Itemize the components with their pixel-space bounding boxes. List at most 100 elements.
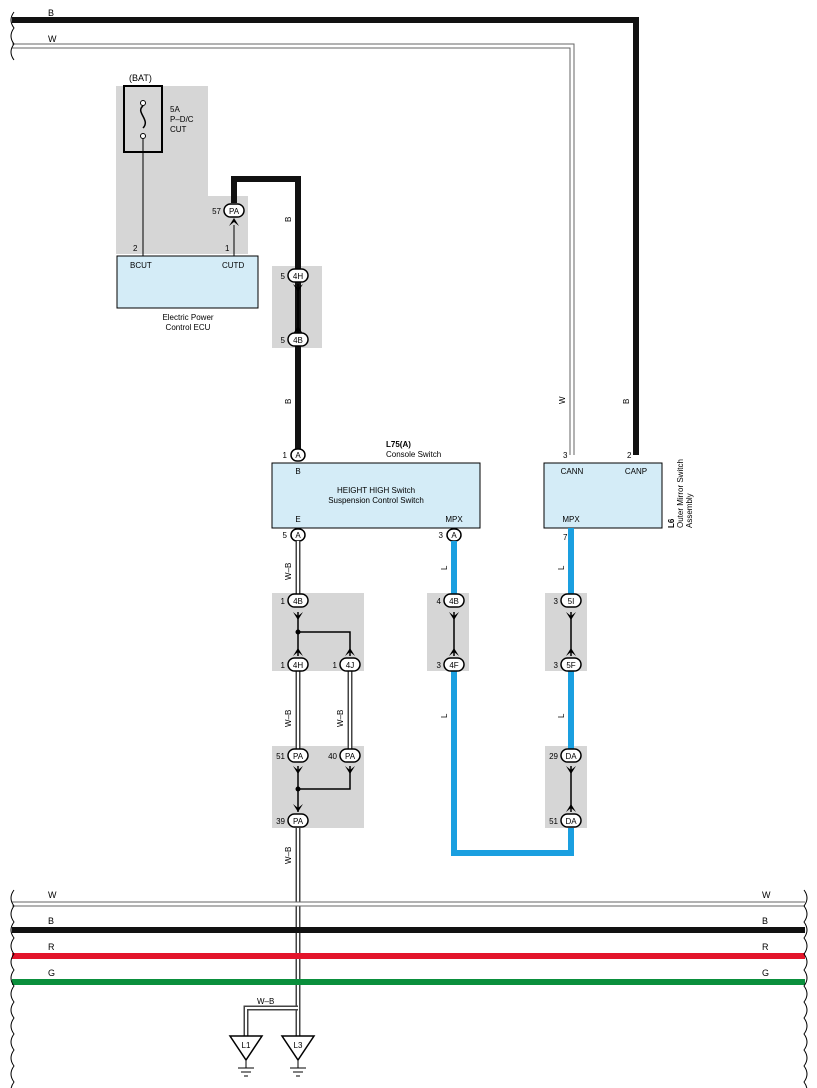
connector-id: A (295, 451, 301, 460)
bus-b-label-right: B (762, 916, 768, 926)
ecu-pin-num-cutd: 1 (225, 244, 230, 253)
wb-wire-l1-core (245, 1007, 298, 1038)
ground-l1-icon (228, 1035, 264, 1062)
connector-num: 4 (437, 597, 442, 606)
connector-id: 4F (449, 661, 458, 670)
wb-ground-wires: W–B W–B W–B W–B W–B (243, 541, 353, 1040)
junction-dot (295, 629, 301, 635)
mirror-switch-code: L6 (667, 518, 676, 528)
connector-pa-57: PA 57 (212, 203, 245, 218)
connector-id: 5F (566, 661, 575, 670)
connector-num: 39 (276, 817, 285, 826)
connector-num: 1 (281, 661, 286, 670)
connector-pill (287, 268, 309, 283)
console-pin-mpx: MPX (445, 515, 463, 524)
connector-id: 4H (293, 661, 303, 670)
console-line-1: HEIGHT HIGH Switch (337, 486, 415, 495)
arrow-down-icon (449, 612, 459, 620)
connector-num: 51 (549, 817, 558, 826)
da-junction: DA 29 DA 51 (549, 748, 582, 828)
connector-num: 3 (554, 597, 559, 606)
mirror-switch-title-2: Assembly (685, 493, 694, 528)
connector-num: 1 (283, 451, 288, 460)
b-wire-label: B (622, 399, 631, 404)
connector-pill (560, 593, 582, 608)
ecu-pin-bcut: BCUT (130, 261, 152, 270)
wb-wire-l1 (243, 1005, 298, 1038)
connector-num: 5 (281, 336, 286, 345)
console-pin-e: E (295, 515, 300, 524)
connector-num: 3 (554, 661, 559, 670)
arrow-down-icon (345, 766, 355, 774)
outer-mirror-switch: 3 2 CANN CANP MPX 7 L6 Outer Mirror Swit… (543, 396, 694, 542)
ground-l3-symbol (290, 1060, 306, 1077)
bus-w-label-right: W (762, 890, 771, 900)
wb-wire-label: W–B (284, 563, 293, 580)
connector-pill (560, 813, 582, 828)
mirror-switch-box (543, 462, 663, 529)
arrow-down-icon (293, 284, 303, 292)
mirror-num-canp: 2 (627, 451, 632, 460)
wb-wire-label: W–B (284, 710, 293, 727)
arrow-up-icon (293, 326, 303, 334)
connector-id: 4J (346, 661, 354, 670)
fuse-element-icon (140, 105, 146, 129)
connector-pill (339, 657, 361, 672)
bus-b-label-left: B (48, 916, 54, 926)
connector-id: 5I (568, 597, 575, 606)
top-w-label: W (48, 34, 57, 44)
electric-power-control-ecu: BCUT CUTD 2 1 Electric Power Control ECU (116, 244, 259, 332)
connector-num: 1 (281, 597, 286, 606)
fuse: (BAT) 5A P–D/C CUT (123, 73, 194, 256)
ecu-pin-num-bcut: 2 (133, 244, 138, 253)
arrow-up-icon (345, 648, 355, 656)
wb-wire-label: W–B (336, 710, 345, 727)
ground-l3-icon (280, 1035, 316, 1062)
arrow-down-icon (293, 612, 303, 620)
connector-pill (290, 448, 306, 462)
connector-id: A (451, 531, 457, 540)
connector-pill (560, 657, 582, 672)
fuse-terminal-top (140, 100, 146, 106)
connector-id: PA (345, 752, 356, 761)
ground-junction: 4B 1 4H 1 4J 1 (281, 593, 361, 672)
connector-pill (560, 748, 582, 763)
arrow-down-icon (293, 804, 303, 812)
connector-num: 3 (439, 531, 444, 540)
l-wire-label: L (440, 713, 449, 718)
arrow-up-icon (566, 804, 576, 812)
arrow-up-icon (566, 648, 576, 656)
ecu-name-1: Electric Power (162, 313, 213, 322)
b-wire-label-1: B (284, 217, 293, 222)
fuse-rating: 5A (170, 105, 180, 114)
connector-id: DA (565, 817, 577, 826)
connector-pill (287, 593, 309, 608)
junction-4h-4b: 4H 5 4B 5 (281, 268, 309, 347)
connector-num: 51 (276, 752, 285, 761)
bus-g-label-left: G (48, 968, 55, 978)
console-switch: L75(A) Console Switch B HEIGHT HIGH Swit… (271, 440, 481, 542)
fuse-terminal-bottom (140, 133, 146, 139)
connector-pill (287, 332, 309, 347)
arrow-up-icon (293, 648, 303, 656)
connector-pill (287, 748, 309, 763)
fuse-name-1: P–D/C (170, 115, 194, 124)
console-switch-box (271, 462, 481, 529)
connector-id: PA (293, 817, 304, 826)
w-wire-label: W (558, 396, 567, 404)
ground-l1-symbol (238, 1060, 254, 1077)
ground-l1-label: L1 (242, 1041, 251, 1050)
connector-id: A (295, 531, 301, 540)
connector-id: 4B (293, 336, 303, 345)
connector-id: 4H (293, 272, 303, 281)
mpx-blue-wire (451, 528, 574, 856)
bottom-bus-wires: W B R G W B R G (10, 889, 808, 1088)
connector-id: 4B (293, 597, 303, 606)
bus-right-bracket (803, 889, 808, 1088)
console-pin-b: B (295, 467, 300, 476)
connector-pill (443, 657, 465, 672)
mpx-mirror-junction: 5I 3 5F 3 (554, 593, 582, 672)
arrow-down-icon (293, 766, 303, 774)
bus-g-label-right: G (762, 968, 769, 978)
connector-id: DA (565, 752, 577, 761)
